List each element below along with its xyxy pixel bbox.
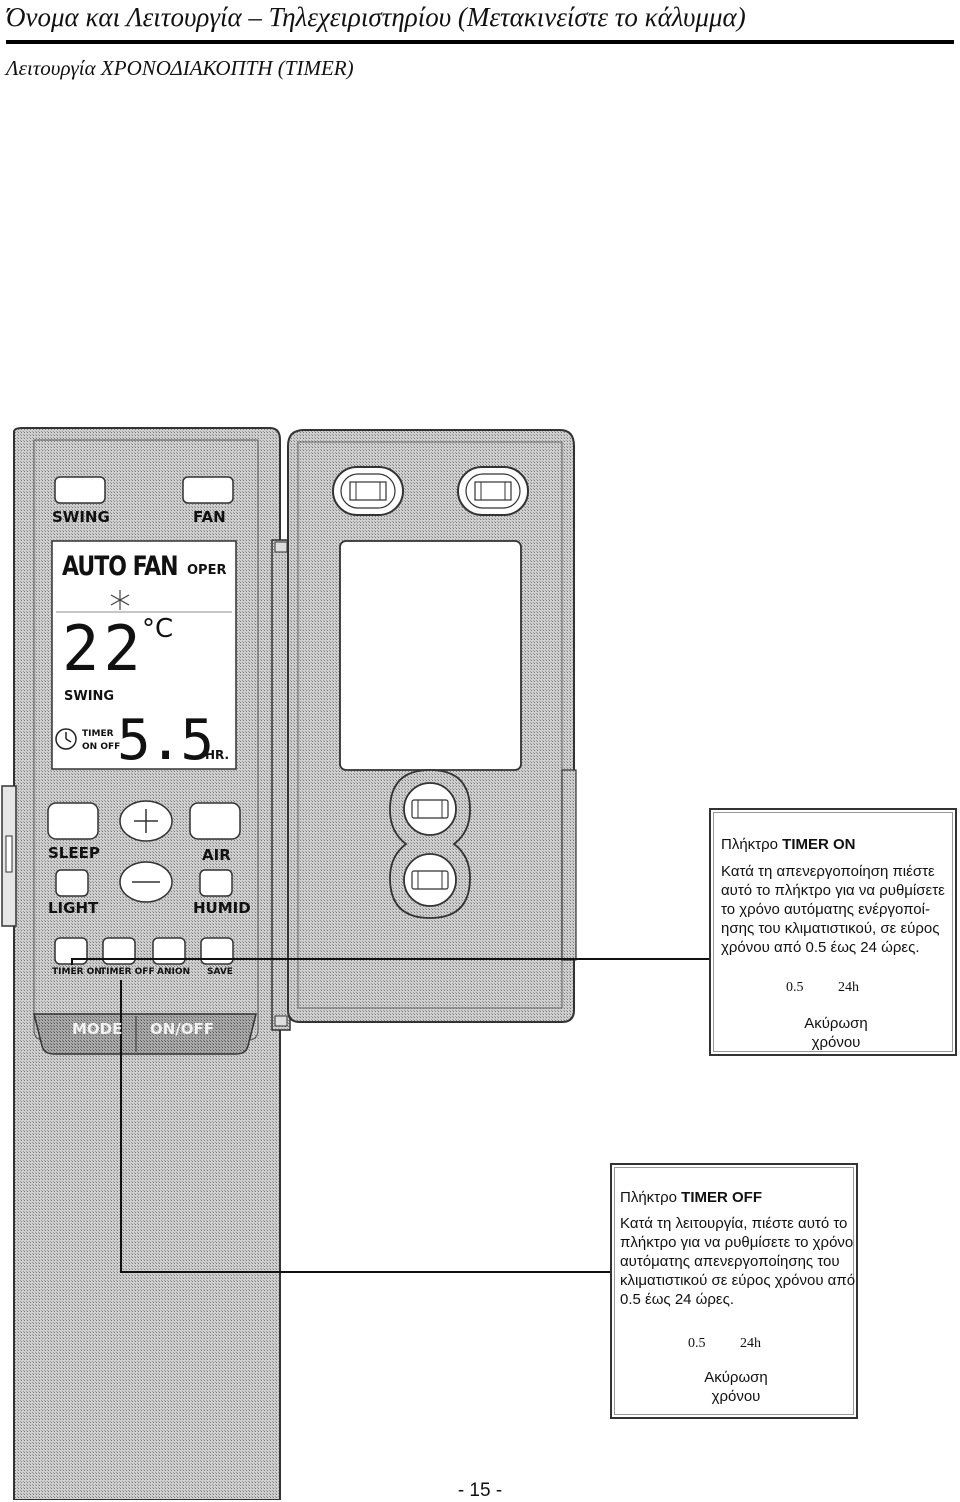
callout-timer-on-title-key: TIMER ON [782, 836, 856, 853]
lcd-hr-label: HR. [205, 748, 230, 762]
lcd-timer-label: TIMER [82, 729, 114, 739]
callout-timer-off-line: πλήκτρο για να ρυθμίσετε το χρόνο [620, 1234, 854, 1251]
title-rule [6, 40, 954, 44]
callout-timer-on: Πλήκτρο TIMER ON Κατά τη απενεργοποίηση … [709, 808, 957, 1056]
leader-line-timer-on [71, 958, 709, 965]
lcd-mode-text: AUTO FAN [62, 552, 179, 582]
callout-timer-off-line: αυτόματης απενεργοποίησης του [620, 1253, 840, 1270]
callout-timer-on-cycle-start: 0.5 [786, 980, 804, 995]
lcd-screen [51, 540, 237, 770]
callout-timer-on-cancel-line: Ακύρωση [804, 1015, 868, 1032]
callout-timer-off-cancel-line: χρόνου [711, 1388, 761, 1405]
sleep-button [47, 802, 99, 840]
callout-timer-on-line: Κατά τη απενεργοποίηση πιέστε [721, 863, 935, 880]
timer-on-button-label: TIMER ON [52, 967, 102, 977]
callout-timer-off-cycle-end: 24h [740, 1336, 761, 1351]
save-button-label: SAVE [207, 967, 233, 977]
timer-clock-icon [55, 728, 77, 750]
section-subtitle: Λειτουργία ΧΡΟΝΟΔΙΑΚΟΠΤΗ (TIMER) [6, 56, 354, 80]
light-button [55, 869, 89, 897]
cover-button-lower [403, 853, 457, 907]
callout-timer-off: Πλήκτρο TIMER OFF Κατά τη λειτουργία, πι… [610, 1163, 858, 1419]
lcd-timer-on-off: ON OFF [82, 742, 121, 752]
callout-timer-on-line: χρόνου από 0.5 έως 24 ώρες. [721, 939, 920, 956]
callout-timer-off-cancel-line: Ακύρωση [704, 1369, 768, 1386]
air-button [189, 802, 241, 840]
callout-timer-on-line: αυτό το πλήκτρο για να ρυθμίσετε [721, 882, 945, 899]
callout-timer-off-text: Κατά τη λειτουργία, πιέστε αυτό το πλήκτ… [620, 1214, 856, 1309]
humid-button [199, 869, 233, 897]
callout-timer-off-title-prefix: Πλήκτρο [620, 1189, 677, 1206]
cover-window [339, 540, 522, 771]
air-button-label: AIR [202, 846, 231, 864]
mode-onoff-bar [33, 1013, 257, 1055]
callout-timer-on-cycle-end: 24h [838, 980, 859, 995]
anion-button [152, 937, 186, 965]
callout-timer-off-cancel: Ακύρωση χρόνου [696, 1368, 776, 1406]
fan-button [182, 476, 234, 504]
sleep-button-label: SLEEP [48, 844, 100, 862]
callout-timer-off-line: κλιματιστικού σε εύρος χρόνου από [620, 1272, 856, 1289]
timer-off-button-label: TIMER OFF [100, 967, 155, 977]
cover-button-upper [403, 782, 457, 836]
lcd-temp-unit: °C [142, 614, 174, 644]
callout-timer-off-cycle-start: 0.5 [688, 1336, 706, 1351]
page-number: - 15 - [457, 1480, 503, 1501]
page-title: Όνομα και Λειτουργία – Τηλεχειριστηρίου … [6, 2, 746, 32]
fan-button-label: FAN [193, 508, 226, 526]
callout-timer-off-line: Κατά τη λειτουργία, πιέστε αυτό το [620, 1215, 848, 1232]
callout-timer-off-title-key: TIMER OFF [681, 1189, 762, 1206]
timer-off-button [102, 937, 136, 965]
callout-timer-on-title: Πλήκτρο TIMER ON [721, 836, 856, 853]
swing-button [54, 476, 106, 504]
callout-timer-off-line: 0.5 έως 24 ώρες. [620, 1291, 734, 1308]
lcd-oper-text: OPER [187, 563, 227, 578]
humid-button-label: HUMID [193, 899, 251, 917]
anion-button-label: ANION [157, 967, 191, 977]
callout-timer-on-line: ησης του κλιματιστικού, σε εύρος [721, 920, 940, 937]
swing-button-label: SWING [52, 508, 110, 526]
cover-capsule-right [457, 466, 529, 516]
lcd-swing-text: SWING [64, 689, 115, 704]
save-button [200, 937, 234, 965]
callout-timer-on-text: Κατά τη απενεργοποίηση πιέστε αυτό το πλ… [721, 862, 951, 957]
lcd-temperature: 22 [62, 612, 145, 685]
callout-timer-on-line: το χρόνο αυτόματης ενέργοποί- [721, 901, 930, 918]
snowflake-icon [110, 590, 130, 610]
callout-timer-off-title: Πλήκτρο TIMER OFF [620, 1189, 762, 1206]
leader-line-timer-off [120, 980, 612, 1273]
callout-timer-on-cancel: Ακύρωση χρόνου [796, 1014, 876, 1052]
callout-timer-on-cancel-line: χρόνου [811, 1034, 861, 1051]
callout-timer-on-title-prefix: Πλήκτρο [721, 836, 778, 853]
mode-button-label: MODE [72, 1020, 123, 1038]
on-off-button-label: ON/OFF [150, 1020, 215, 1038]
light-button-label: LIGHT [48, 899, 99, 917]
lcd-timer-value: 5.5 [117, 708, 214, 773]
cover-capsule-left [332, 466, 404, 516]
